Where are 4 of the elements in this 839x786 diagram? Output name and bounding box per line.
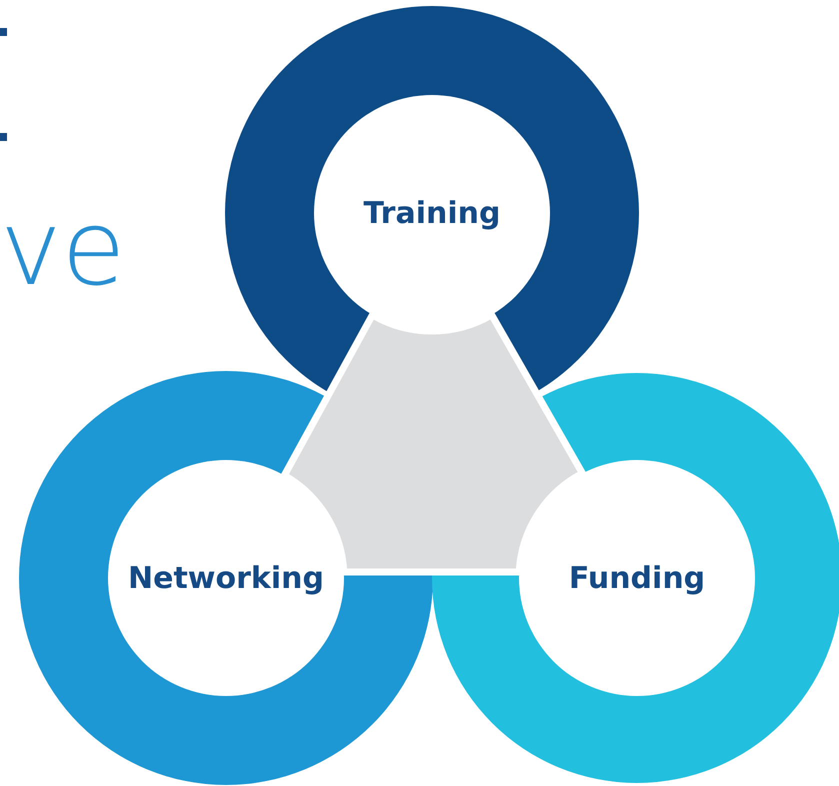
node-label: Networking <box>128 560 324 596</box>
node-label: Funding <box>568 560 706 596</box>
heading-fragment: ve <box>0 196 126 300</box>
node-label: Training <box>364 196 500 230</box>
